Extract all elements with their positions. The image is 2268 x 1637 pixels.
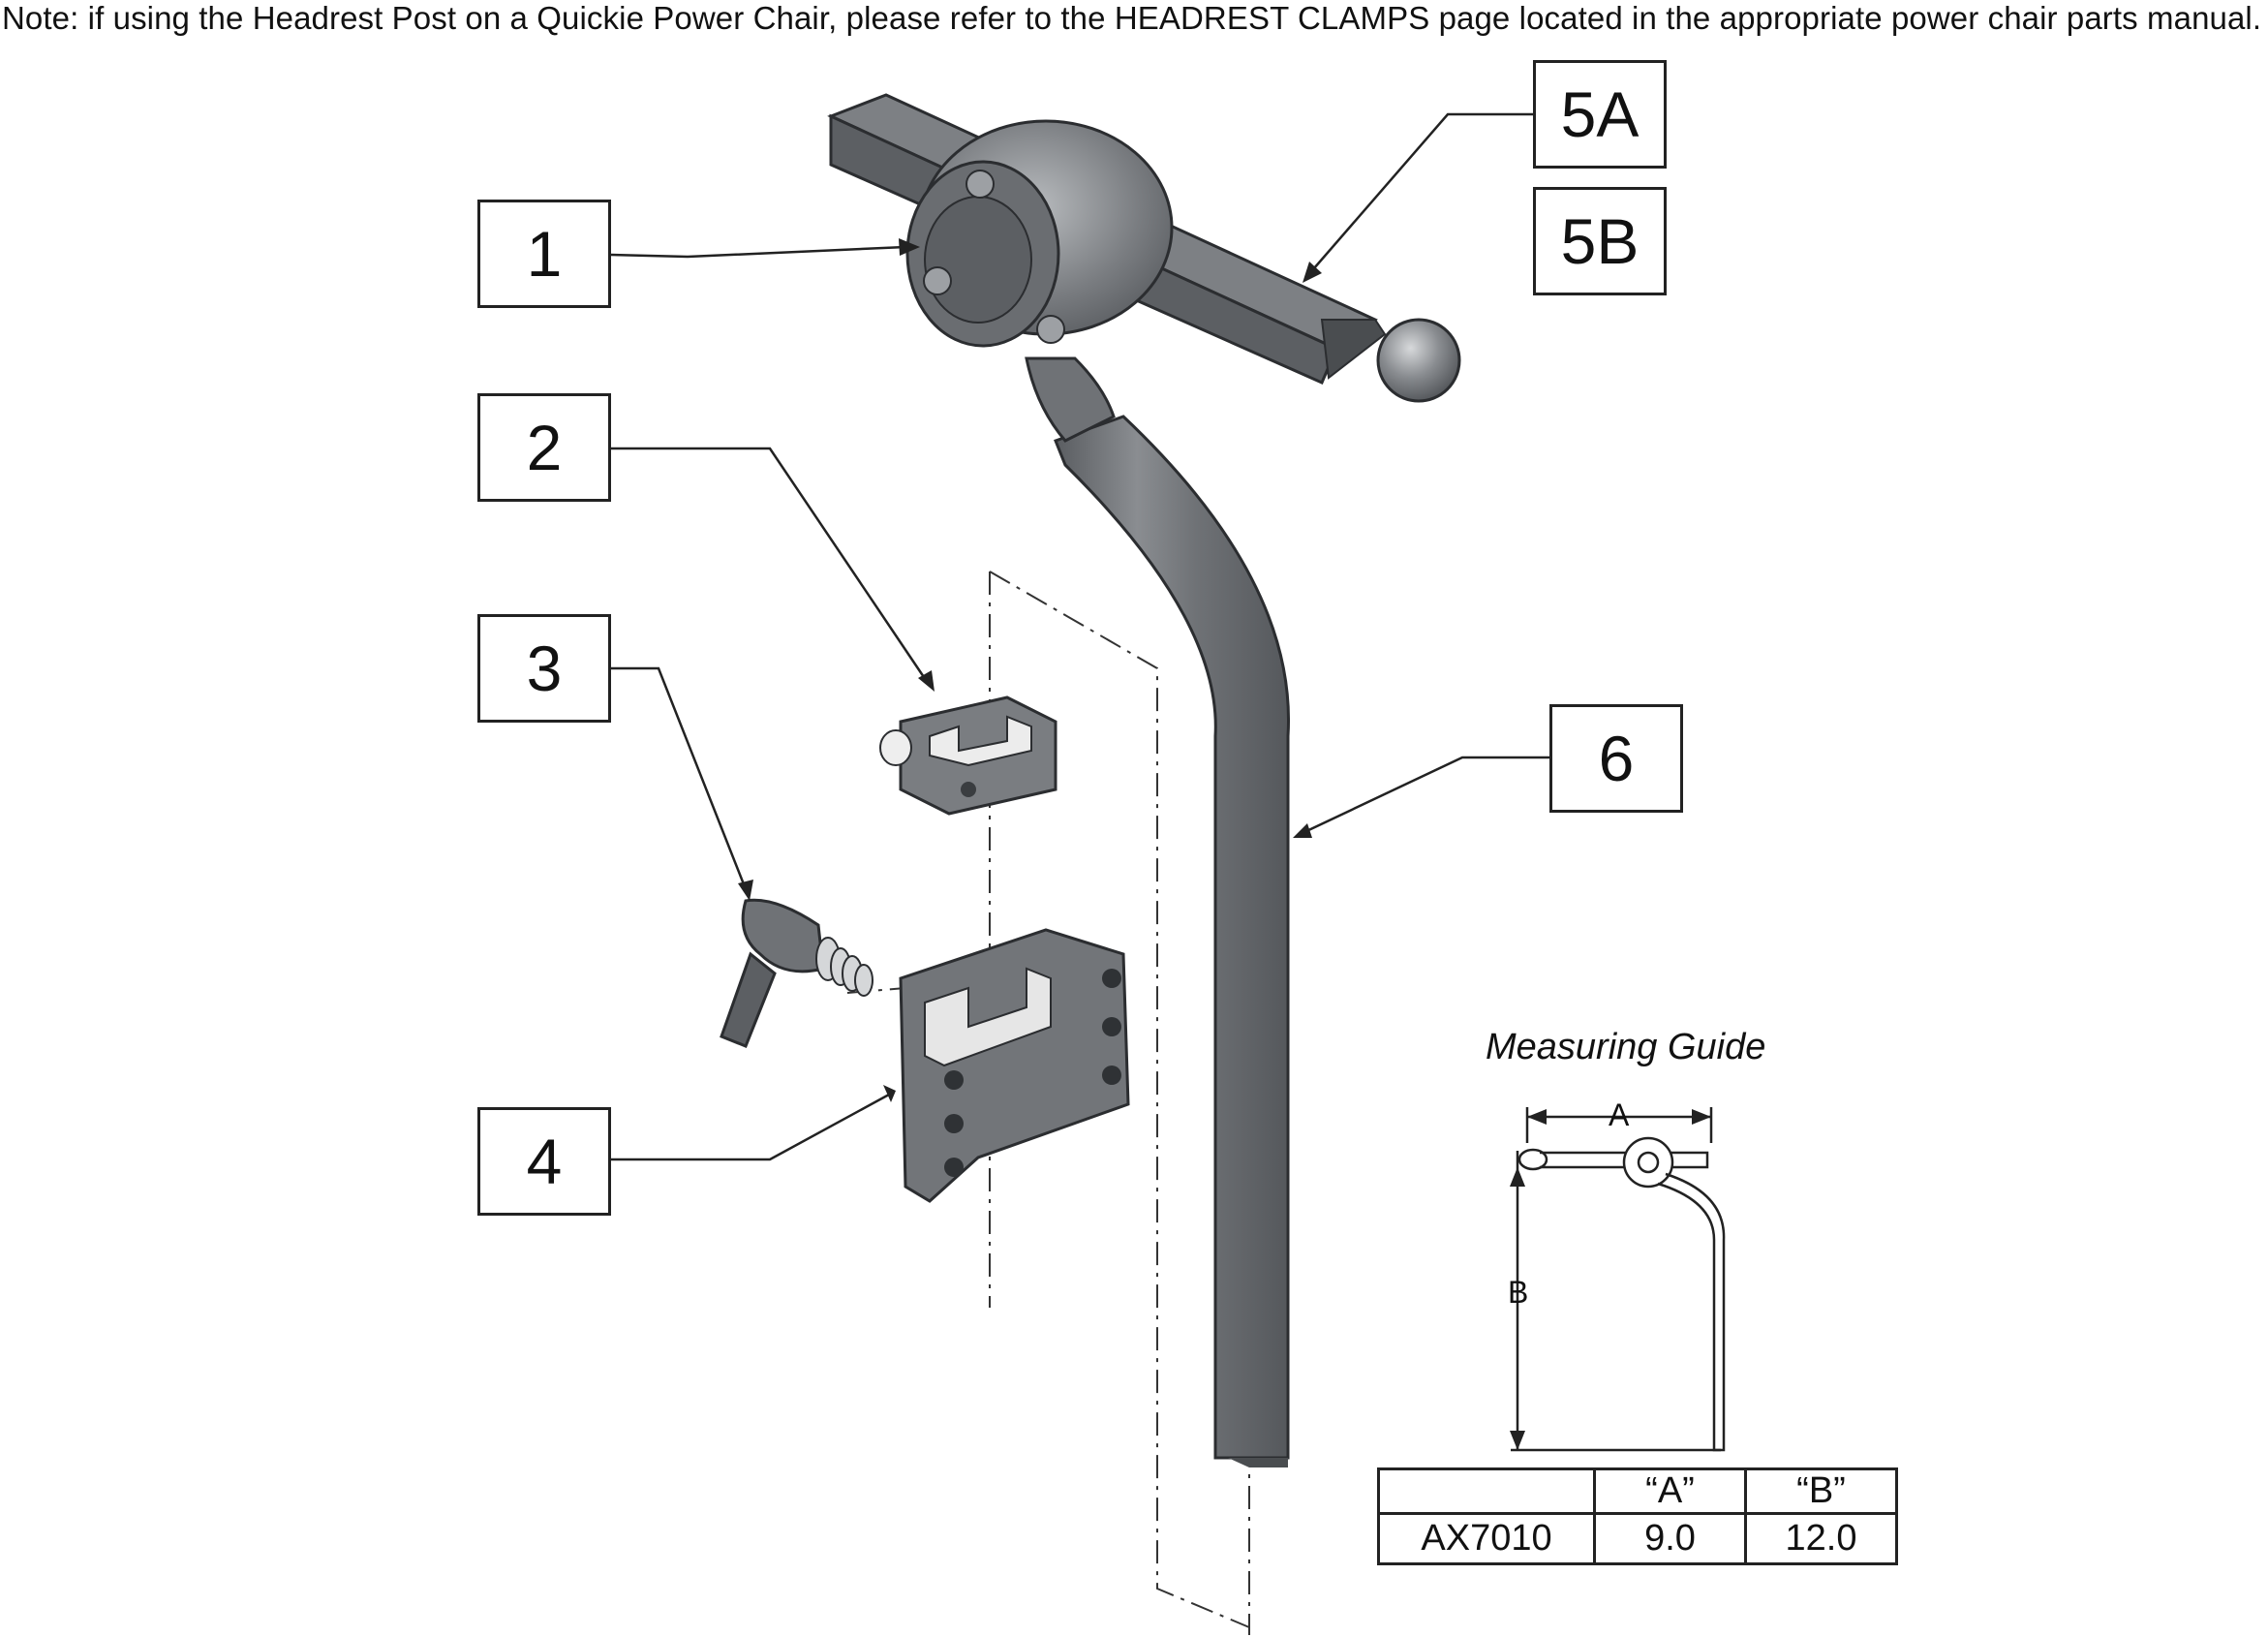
table-cell: AX7010 (1377, 1512, 1596, 1565)
mounting-bracket-part-4 (899, 928, 1130, 1203)
table-header-cell: “B” (1744, 1467, 1898, 1515)
leader-lines (609, 112, 1549, 1161)
table-cell: 9.0 (1593, 1512, 1747, 1565)
leader-arrowheads (738, 238, 1322, 1102)
table-header-cell: “A” (1593, 1467, 1747, 1515)
measuring-guide-sketch (1511, 1107, 1726, 1452)
callout-1: 1 (477, 200, 611, 308)
table-cell: 12.0 (1744, 1512, 1898, 1565)
dimension-a-label: A (1609, 1097, 1630, 1132)
measuring-guide-arrowheads (1510, 1109, 1711, 1450)
table-header-cell (1377, 1467, 1596, 1515)
clamp-hub-part-1 (905, 119, 1174, 443)
callout-6: 6 (1549, 704, 1683, 813)
table-header-row: “A” “B” (1377, 1467, 1898, 1515)
callout-2: 2 (477, 393, 611, 502)
callout-3: 3 (477, 614, 611, 723)
headrest-post-part-6 (1054, 415, 1291, 1467)
callout-5b: 5B (1533, 187, 1667, 295)
handle-screw-part-3 (720, 898, 873, 1048)
small-clamp-part-2 (879, 695, 1057, 816)
callout-4: 4 (477, 1107, 611, 1216)
measuring-guide-title: Measuring Guide (1486, 1027, 1766, 1067)
table-row: AX7010 9.0 12.0 (1377, 1512, 1898, 1565)
header-note: Note: if using the Headrest Post on a Qu… (2, 0, 2262, 36)
dimension-b-label: B (1508, 1275, 1529, 1310)
measurement-table: “A” “B” AX7010 9.0 12.0 (1377, 1467, 1898, 1565)
callout-5a: 5A (1533, 60, 1667, 169)
